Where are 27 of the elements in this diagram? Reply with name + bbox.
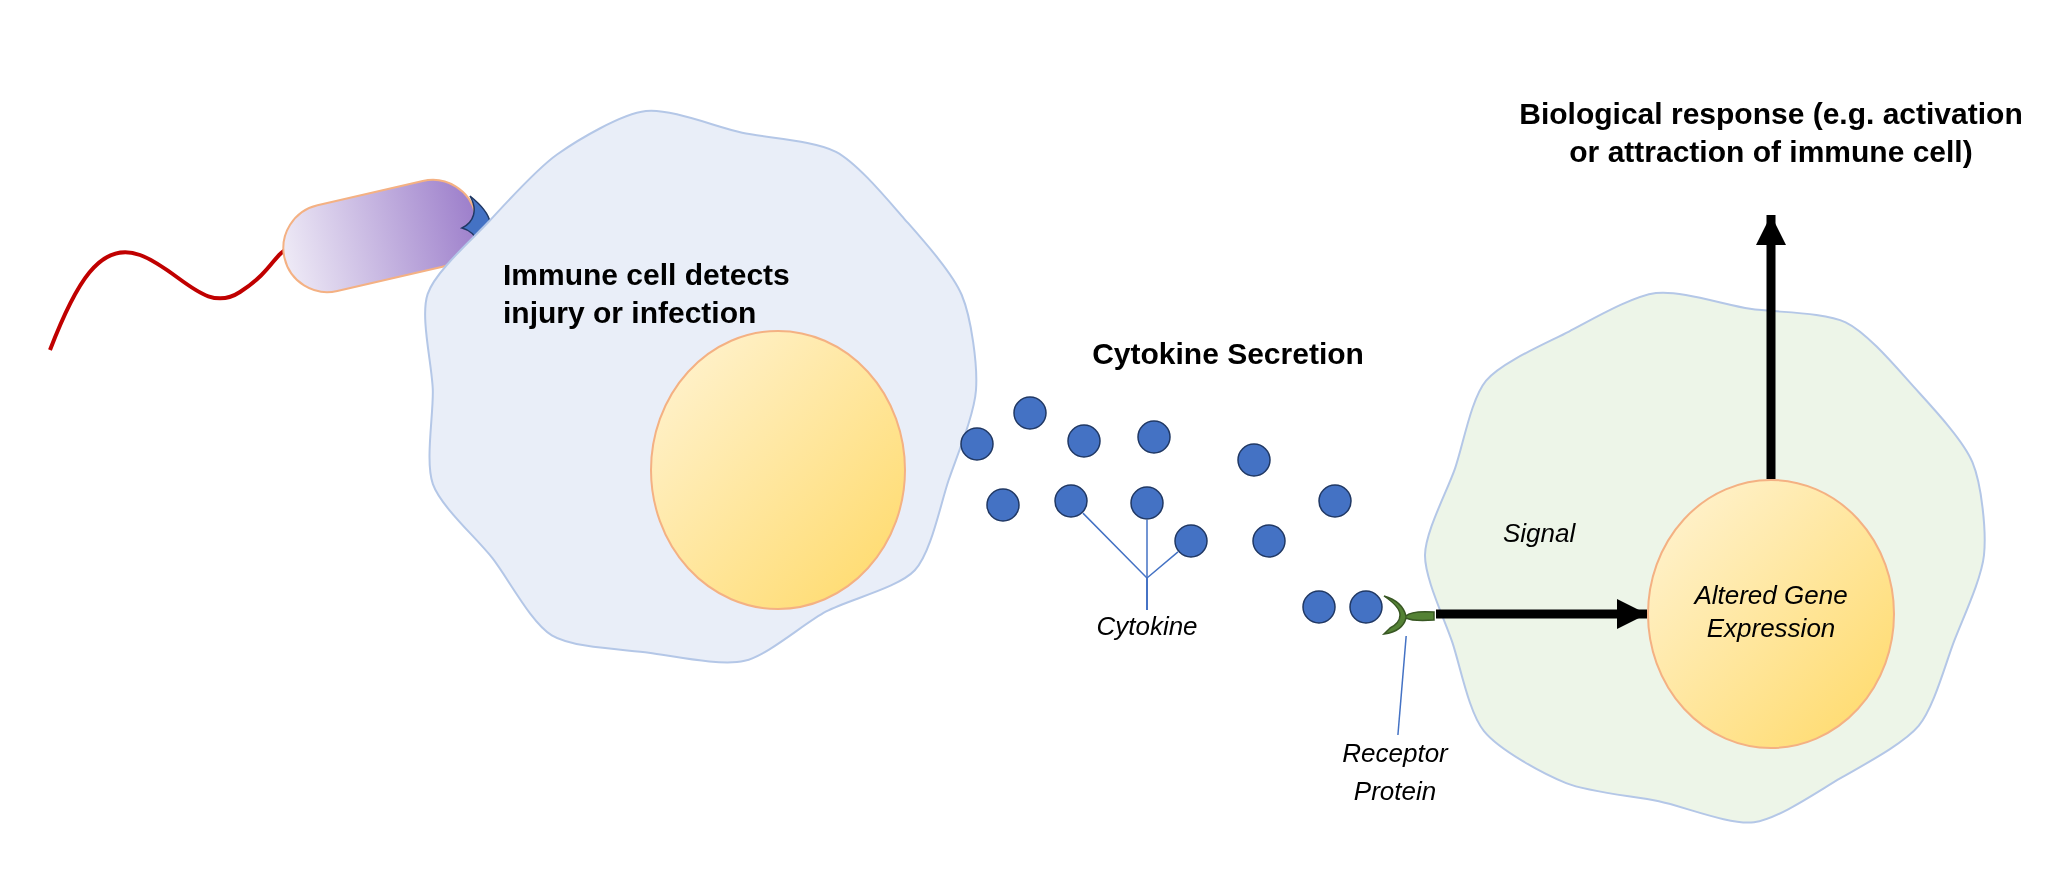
- cytokine-dot: [1067, 424, 1101, 458]
- signal-label: Signal: [1503, 517, 1577, 550]
- receptor-icon: [1380, 592, 1436, 636]
- cytokine-dot: [1237, 443, 1271, 477]
- receptor-label: Receptor Protein: [1341, 737, 1450, 808]
- arrow: [1756, 215, 1786, 479]
- cytokine-dot: [1054, 484, 1088, 518]
- cytokine-dot: [960, 427, 994, 461]
- arrow: [1436, 599, 1647, 629]
- cytokine-dot: [1013, 396, 1047, 430]
- leader-line: [1397, 635, 1407, 736]
- cytokine-dot: [1130, 486, 1164, 520]
- response-caption: Biological response (e.g. activation or attraction of immune cell): [1518, 96, 2024, 170]
- nucleus-label: Altered Gene Expression: [1692, 579, 1849, 644]
- nucleus: [650, 330, 906, 610]
- leader-line: [1146, 551, 1179, 611]
- cytokine-dot: [1318, 484, 1352, 518]
- cytokine-dot: [1252, 524, 1286, 558]
- cytokine-dot: [986, 488, 1020, 522]
- cytokine-dot: [1349, 590, 1383, 624]
- cytokine-dot: [1302, 590, 1336, 624]
- cell-caption: Immune cell detects injury or infection: [503, 257, 791, 331]
- cytokine-label: Cytokine: [1095, 610, 1199, 643]
- nucleus: [1647, 479, 1895, 749]
- section-heading: Cytokine Secretion: [1091, 336, 1365, 372]
- cytokine-dot: [1137, 420, 1171, 454]
- cytokine-dot: [1174, 524, 1208, 558]
